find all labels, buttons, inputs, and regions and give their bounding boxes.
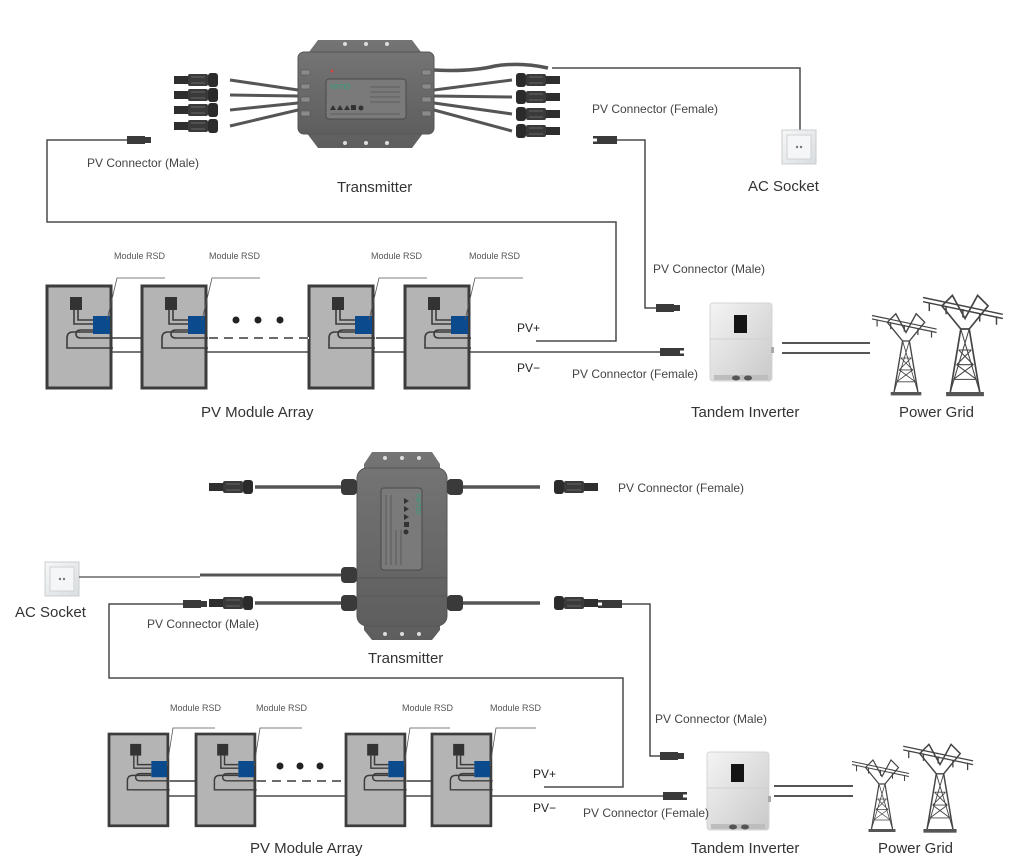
top-module-rsd-label-4: Module RSD (469, 251, 521, 261)
top-ac-socket-label: AC Socket (748, 178, 819, 195)
top-module-rsd-label-2: Module RSD (209, 251, 261, 261)
top-ac-socket-icon[interactable] (781, 129, 817, 165)
top-mc4-female-3 (515, 106, 561, 122)
bottom-rsd-leaders (166, 727, 536, 767)
top-mc4-female-2 (515, 89, 561, 105)
top-tower-1-icon (871, 313, 938, 397)
top-plug-female-inverter (660, 348, 684, 356)
bottom-pv-panel-3 (344, 732, 409, 828)
bottom-pv-panel-4 (430, 732, 495, 828)
top-plug-male-inverter (656, 304, 680, 312)
top-brand-text: HIITIO (330, 84, 351, 91)
top-diagram: HIITIO (45, 40, 1004, 398)
top-tower-2-icon (922, 294, 1004, 398)
top-grid-link (782, 342, 870, 354)
bottom-transmitter[interactable]: HIITIO (356, 452, 448, 640)
bottom-mc4-male-top (208, 479, 254, 495)
bottom-array-label: PV Module Array (250, 840, 363, 857)
bottom-pv-panel-2 (194, 732, 259, 828)
bottom-tandem-inverter[interactable] (706, 751, 772, 831)
top-rsd-leaders (106, 277, 523, 321)
top-transmitter-input-cables (229, 78, 299, 128)
top-ac-wire (552, 67, 801, 130)
top-array-label: PV Module Array (201, 404, 314, 421)
top-transmitter-output-cables (433, 62, 549, 133)
bottom-diagram: HIITIO (44, 452, 974, 834)
bottom-ellipsis-dots (276, 762, 324, 770)
top-pv-panel-4 (403, 284, 473, 390)
bottom-inverter-link-wire (622, 603, 660, 757)
top-pv-plus-label: PV+ (517, 321, 541, 335)
bottom-inverter-male-label: PV Connector (Male) (655, 712, 768, 726)
bottom-module-rsd-label-4: Module RSD (490, 703, 542, 713)
top-ellipsis-dots (232, 316, 284, 324)
bottom-inverter-label: Tandem Inverter (691, 840, 800, 857)
top-mc4-female-1 (515, 72, 561, 88)
bottom-grid-link (774, 785, 853, 797)
bottom-transmitter-cables (200, 485, 540, 605)
top-inverter-female-label: PV Connector (Female) (572, 367, 699, 381)
top-mc4-male-2 (173, 87, 219, 103)
bottom-module-rsd-label-2: Module RSD (256, 703, 308, 713)
bottom-connector-female-label: PV Connector (Female) (618, 481, 745, 495)
top-pv-panel-2 (140, 284, 210, 390)
bottom-mc4-female-top (553, 479, 599, 495)
top-mc4-female-4 (515, 123, 561, 139)
bottom-pv-minus-label: PV− (533, 801, 557, 815)
bottom-plug-female-transmitter (598, 600, 622, 608)
bottom-module-rsd-label-1: Module RSD (170, 703, 222, 713)
bottom-plug-female-inverter (663, 792, 687, 800)
top-plug-female-transmitter (593, 136, 617, 144)
bottom-pv-plus-label: PV+ (533, 767, 557, 781)
top-inverter-label: Tandem Inverter (691, 404, 800, 421)
bottom-tower-1-icon (851, 759, 910, 833)
top-mc4-male-3 (173, 102, 219, 118)
top-inverter-link-wire (617, 139, 656, 309)
bottom-brand-text: HIITIO (414, 494, 421, 515)
top-connector-female-label: PV Connector (Female) (592, 102, 719, 116)
top-pv-minus-label: PV− (517, 361, 541, 375)
top-transmitter-label: Transmitter (337, 179, 413, 196)
bottom-mc4-female-bottom (553, 595, 599, 611)
top-plug-male-transmitter (127, 136, 151, 144)
top-pv-panel-3 (307, 284, 377, 390)
bottom-connector-male-label: PV Connector (Male) (147, 617, 260, 631)
bottom-pv-panel-1 (107, 732, 172, 828)
bottom-grid-label: Power Grid (878, 840, 954, 857)
bottom-tower-2-icon (902, 743, 974, 834)
bottom-module-rsd-label-3: Module RSD (402, 703, 454, 713)
top-mc4-male-4 (173, 118, 219, 134)
top-inverter-male-label: PV Connector (Male) (653, 262, 766, 276)
bottom-plug-male-transmitter (183, 600, 207, 608)
top-grid-label: Power Grid (899, 404, 975, 421)
bottom-transmitter-label: Transmitter (368, 650, 444, 667)
top-transmitter[interactable]: HIITIO (297, 40, 435, 148)
bottom-plug-male-inverter (660, 752, 684, 760)
top-pv-plus-wire (46, 139, 617, 342)
bottom-ac-socket-label: AC Socket (15, 604, 86, 621)
bottom-pv-plus-wire (108, 603, 624, 788)
bottom-cable-glands (341, 479, 463, 611)
top-connector-male-label: PV Connector (Male) (87, 156, 200, 170)
top-pv-panel-1 (45, 284, 115, 390)
bottom-ac-socket-icon[interactable] (44, 561, 80, 597)
top-module-rsd-label-3: Module RSD (371, 251, 423, 261)
bottom-mc4-male-bottom (208, 595, 254, 611)
top-tandem-inverter[interactable] (709, 302, 775, 382)
top-module-rsd-label-1: Module RSD (114, 251, 166, 261)
top-mc4-male-1 (173, 72, 219, 88)
bottom-inverter-female-label: PV Connector (Female) (583, 806, 710, 820)
